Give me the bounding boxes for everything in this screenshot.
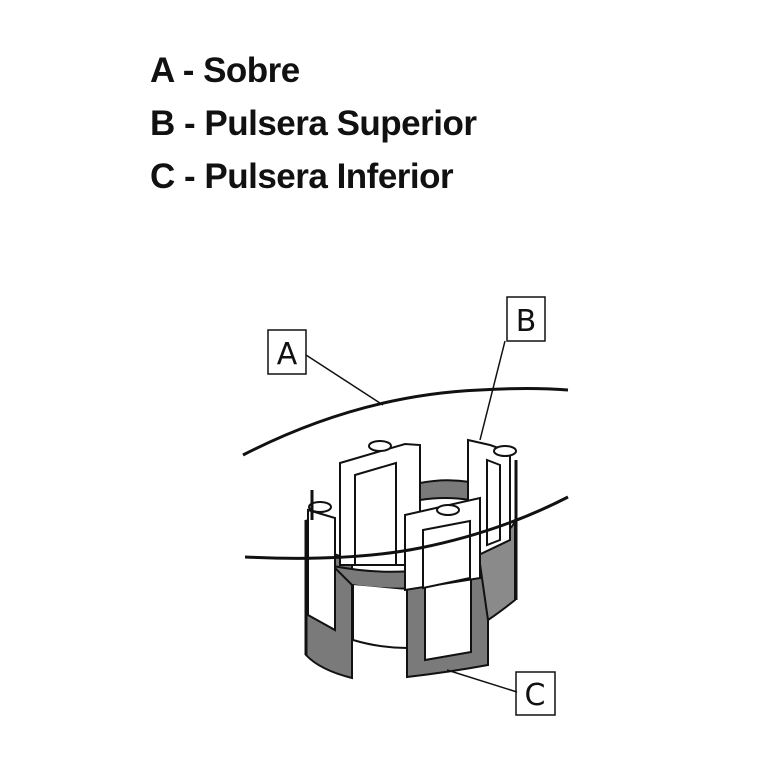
callout-a: A xyxy=(277,337,298,372)
callout-box-b xyxy=(506,296,546,342)
countertop-lower-edge xyxy=(244,495,569,560)
upper-panel-4 xyxy=(307,508,336,632)
callout-b: B xyxy=(516,304,537,339)
callout-c: C xyxy=(525,678,546,713)
legend-item-a: A - Sobre xyxy=(150,51,300,90)
countertop-upper-edge xyxy=(242,387,569,457)
leader-b xyxy=(479,340,506,441)
leader-c xyxy=(446,669,518,693)
callout-box-a xyxy=(267,329,307,375)
stud xyxy=(493,445,517,457)
stud xyxy=(436,504,460,516)
legend: A - Sobre B - Pulsera Superior C - Pulse… xyxy=(150,44,477,203)
stud xyxy=(308,501,332,513)
legend-item-c: C - Pulsera Inferior xyxy=(150,157,454,196)
upper-band-back xyxy=(419,479,471,502)
legend-item-b: B - Pulsera Superior xyxy=(150,104,477,143)
stud xyxy=(368,440,392,452)
callout-box-c xyxy=(515,671,556,716)
leader-a xyxy=(305,354,384,406)
